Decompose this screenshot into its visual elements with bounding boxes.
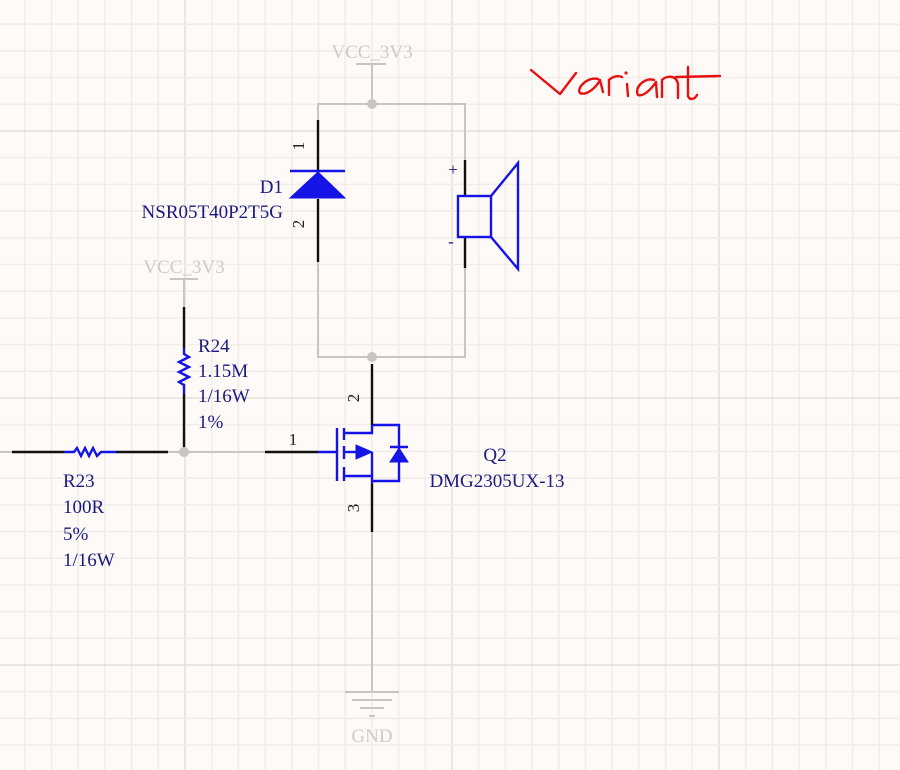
designator: Q2 bbox=[483, 445, 506, 466]
speaker-ls[interactable]: + - bbox=[448, 159, 520, 273]
part-number: NSR05T40P2T5G bbox=[142, 202, 284, 223]
diode-icon bbox=[288, 171, 347, 199]
value: 100R bbox=[63, 497, 105, 518]
arrow-icon bbox=[355, 444, 374, 460]
resistor-r24[interactable]: R24 1.15M 1/16W 1% bbox=[176, 307, 250, 452]
power-label-vcc-r24: VCC_3V3 bbox=[143, 257, 224, 278]
plus-label: + bbox=[448, 160, 458, 179]
value: 1.15M bbox=[198, 361, 248, 382]
body-diode-icon bbox=[389, 447, 409, 463]
resistor-icon bbox=[176, 348, 192, 394]
diode-d1[interactable]: 1 2 D1 NSR05T40P2T5G bbox=[142, 120, 347, 262]
net-wire-top[interactable] bbox=[317, 103, 466, 160]
speaker-cone-icon bbox=[490, 159, 520, 273]
resistor-icon bbox=[64, 445, 116, 459]
junction-top bbox=[367, 99, 377, 109]
power-port-vcc-r24[interactable]: VCC_3V3 bbox=[143, 257, 225, 307]
dot bbox=[624, 71, 628, 75]
designator: R23 bbox=[63, 471, 95, 492]
drain-lead bbox=[344, 425, 374, 435]
power-port-gnd[interactable]: GND bbox=[345, 691, 399, 747]
minus-label: - bbox=[448, 232, 454, 251]
power-rating: 1/16W bbox=[63, 550, 115, 571]
tolerance: 1% bbox=[198, 412, 224, 433]
net-wire-bottom[interactable] bbox=[317, 262, 466, 358]
pin-number: 1 bbox=[289, 142, 308, 151]
handwritten-annotation bbox=[529, 65, 722, 101]
designator: R24 bbox=[198, 336, 230, 357]
junction-gate bbox=[179, 447, 189, 457]
power-label-vcc-top: VCC_3V3 bbox=[331, 42, 412, 63]
designator: D1 bbox=[260, 177, 283, 198]
power-label-gnd: GND bbox=[351, 726, 392, 747]
pin-number: 2 bbox=[344, 394, 363, 403]
pin-number: 3 bbox=[344, 504, 363, 513]
resistor-r23[interactable]: R23 100R 5% 1/16W bbox=[12, 445, 168, 571]
junction-drain bbox=[367, 352, 377, 362]
pin-number: 1 bbox=[289, 430, 298, 449]
mosfet-q2[interactable]: 1 2 3 Q2 DMG2305UX-13 bbox=[265, 364, 565, 532]
pin-number: 2 bbox=[289, 220, 308, 229]
part-number: DMG2305UX-13 bbox=[429, 471, 564, 492]
power-rating: 1/16W bbox=[198, 386, 250, 407]
speaker-coil-icon bbox=[456, 194, 493, 239]
tolerance: 5% bbox=[63, 524, 89, 545]
power-port-vcc-top[interactable]: VCC_3V3 bbox=[331, 42, 413, 104]
source-lead bbox=[344, 474, 374, 484]
body-diode-frame bbox=[372, 423, 401, 483]
